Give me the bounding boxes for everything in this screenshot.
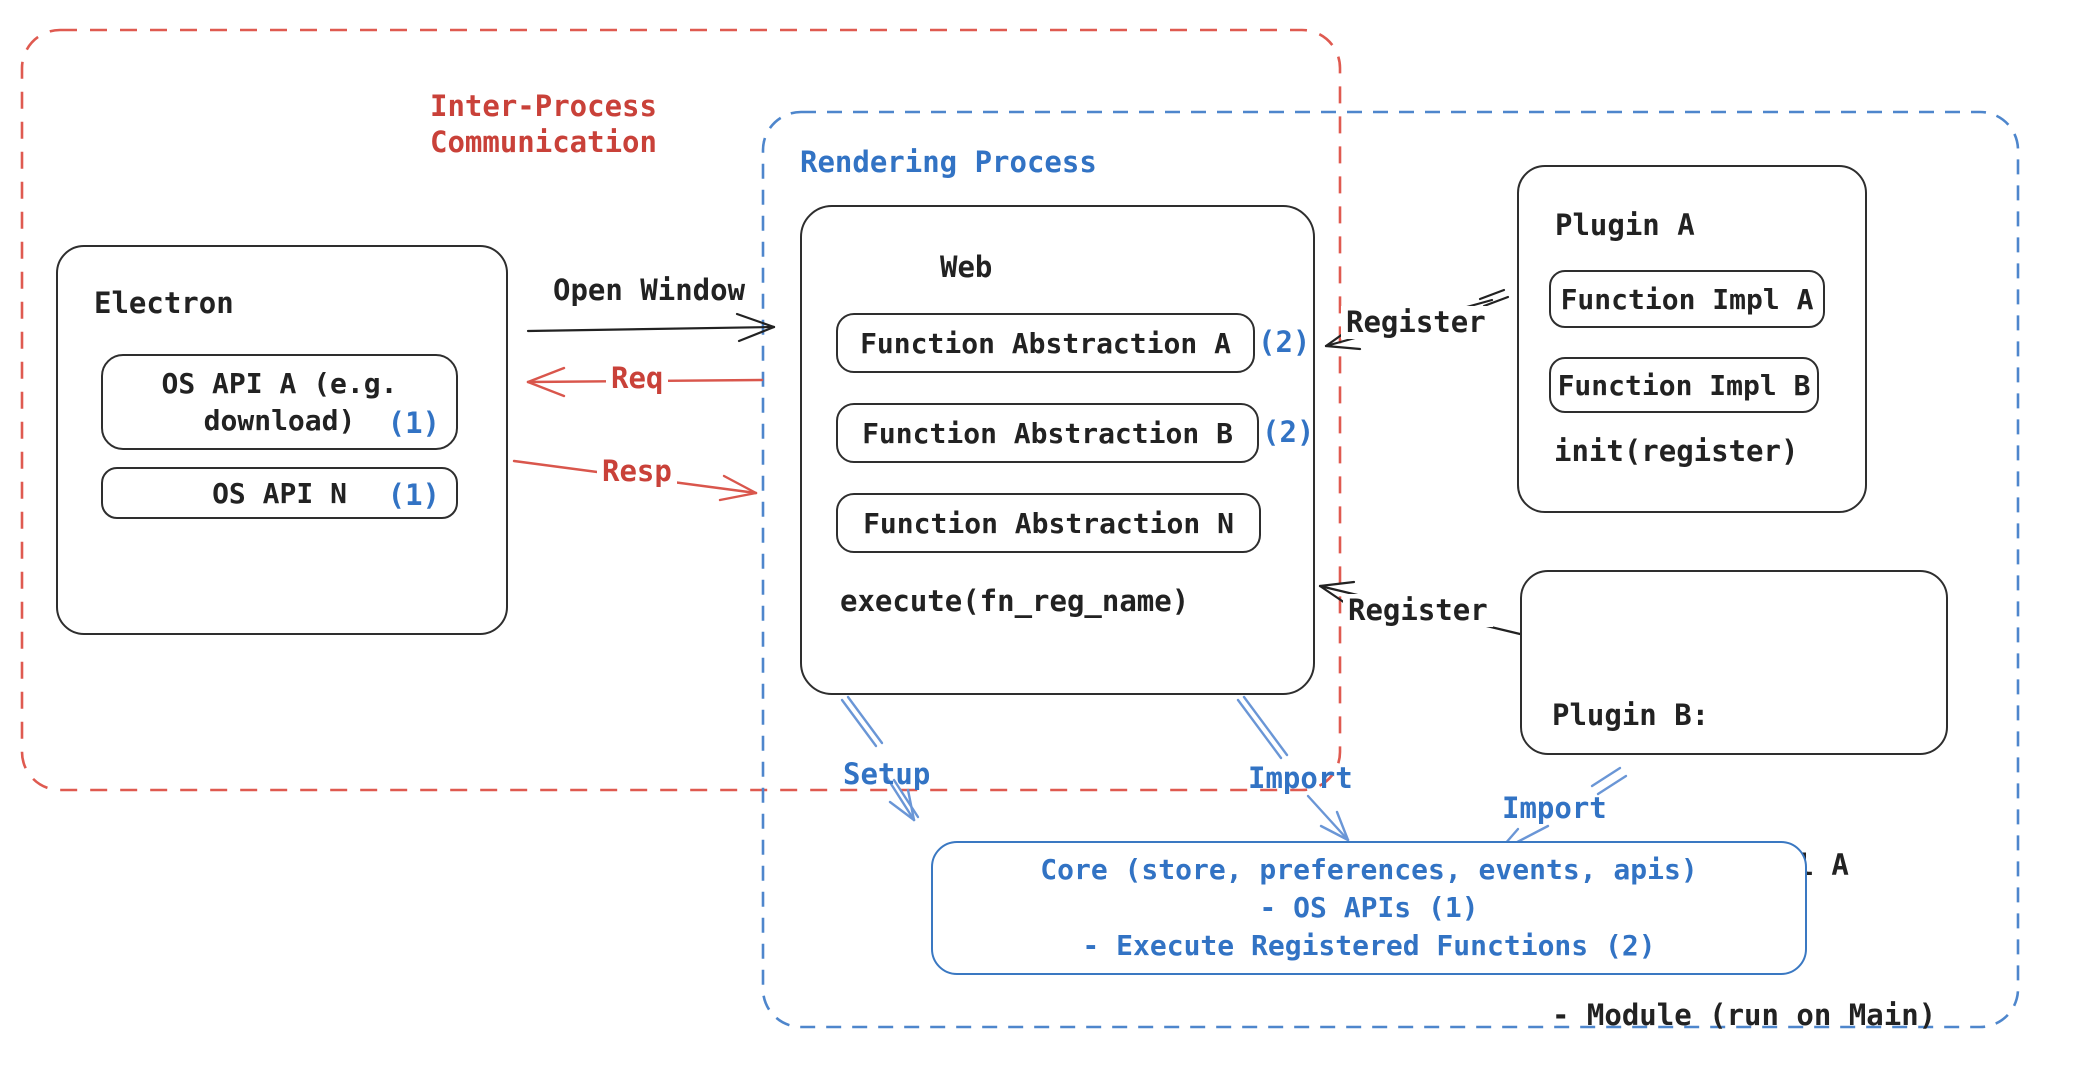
fn-abstraction-n-box: Function Abstraction N xyxy=(836,493,1261,553)
os-api-a-line1: OS API A (e.g. xyxy=(161,367,398,400)
open-window-arrow xyxy=(526,312,776,343)
electron-title: Electron xyxy=(94,286,234,320)
import-core-arrow xyxy=(1236,695,1350,842)
os-api-a-box: OS API A (e.g. download) (1) xyxy=(101,354,458,450)
core-line2: - OS APIs (1) xyxy=(1259,891,1479,924)
core-box: Core (store, preferences, events, apis) … xyxy=(931,841,1807,975)
register-a-label: Register xyxy=(1341,305,1491,340)
rendering-region-label: Rendering Process xyxy=(800,145,1097,179)
plugin-b-text: Plugin B: - Function Impl A - Module (ru… xyxy=(1552,590,1936,1066)
electron-box: Electron OS API A (e.g. download) (1) OS… xyxy=(56,245,508,635)
os-api-a-ref: (1) xyxy=(387,406,440,440)
core-line1: Core (store, preferences, events, apis) xyxy=(1040,853,1698,886)
web-box: Web Function Abstraction A (2) Function … xyxy=(800,205,1315,695)
execute-label: execute(fn_reg_name) xyxy=(840,584,1190,618)
fn-abstraction-a-label: Function Abstraction A xyxy=(860,326,1231,360)
fn-abstraction-b-box: Function Abstraction B xyxy=(836,403,1259,463)
fn-abstraction-a-ref: (2) xyxy=(1258,325,1311,359)
os-api-n-label: OS API N xyxy=(212,476,347,510)
resp-label: Resp xyxy=(597,454,677,489)
plugin-b-box: Plugin B: - Function Impl A - Module (ru… xyxy=(1520,570,1948,1032)
plugin-a-impl-b-box: Function Impl B xyxy=(1549,357,1819,413)
setup-label: Setup xyxy=(843,757,931,791)
fn-abstraction-a-box: Function Abstraction A xyxy=(836,313,1255,373)
ipc-region-label: Inter-Process Communication xyxy=(430,88,657,160)
plugin-a-impl-b-label: Function Impl B xyxy=(1557,368,1811,402)
req-label: Req xyxy=(606,361,669,396)
core-line3: - Execute Registered Functions (2) xyxy=(1082,929,1656,962)
plugin-a-title: Plugin A xyxy=(1555,208,1695,242)
os-api-a-text: OS API A (e.g. download) xyxy=(103,356,456,448)
import-core-label: Import xyxy=(1248,761,1353,795)
plugin-a-init-label: init(register) xyxy=(1554,434,1799,468)
plugin-b-line3: - Module (run on Main) xyxy=(1552,998,1937,1032)
plugin-a-box: Plugin A Function Impl A Function Impl B… xyxy=(1517,165,1867,513)
fn-abstraction-n-label: Function Abstraction N xyxy=(863,506,1234,540)
os-api-a-line2: download) xyxy=(203,404,356,437)
ipc-label-line2: Communication xyxy=(430,125,657,159)
os-api-n-box: OS API N (1) xyxy=(101,467,458,519)
ipc-label-line1: Inter-Process xyxy=(430,89,657,123)
import-pluginb-label: Import xyxy=(1502,791,1607,825)
os-api-n-ref: (1) xyxy=(387,478,440,512)
web-title: Web xyxy=(940,250,993,284)
plugin-a-impl-a-label: Function Impl A xyxy=(1560,282,1814,316)
fn-abstraction-b-label: Function Abstraction B xyxy=(862,416,1233,450)
plugin-a-impl-a-box: Function Impl A xyxy=(1549,270,1825,328)
fn-abstraction-b-ref: (2) xyxy=(1262,415,1315,449)
plugin-b-line1: Plugin B: xyxy=(1552,698,1710,732)
register-b-label: Register xyxy=(1343,593,1493,628)
setup-arrow xyxy=(840,695,920,822)
open-window-label: Open Window xyxy=(553,273,746,307)
